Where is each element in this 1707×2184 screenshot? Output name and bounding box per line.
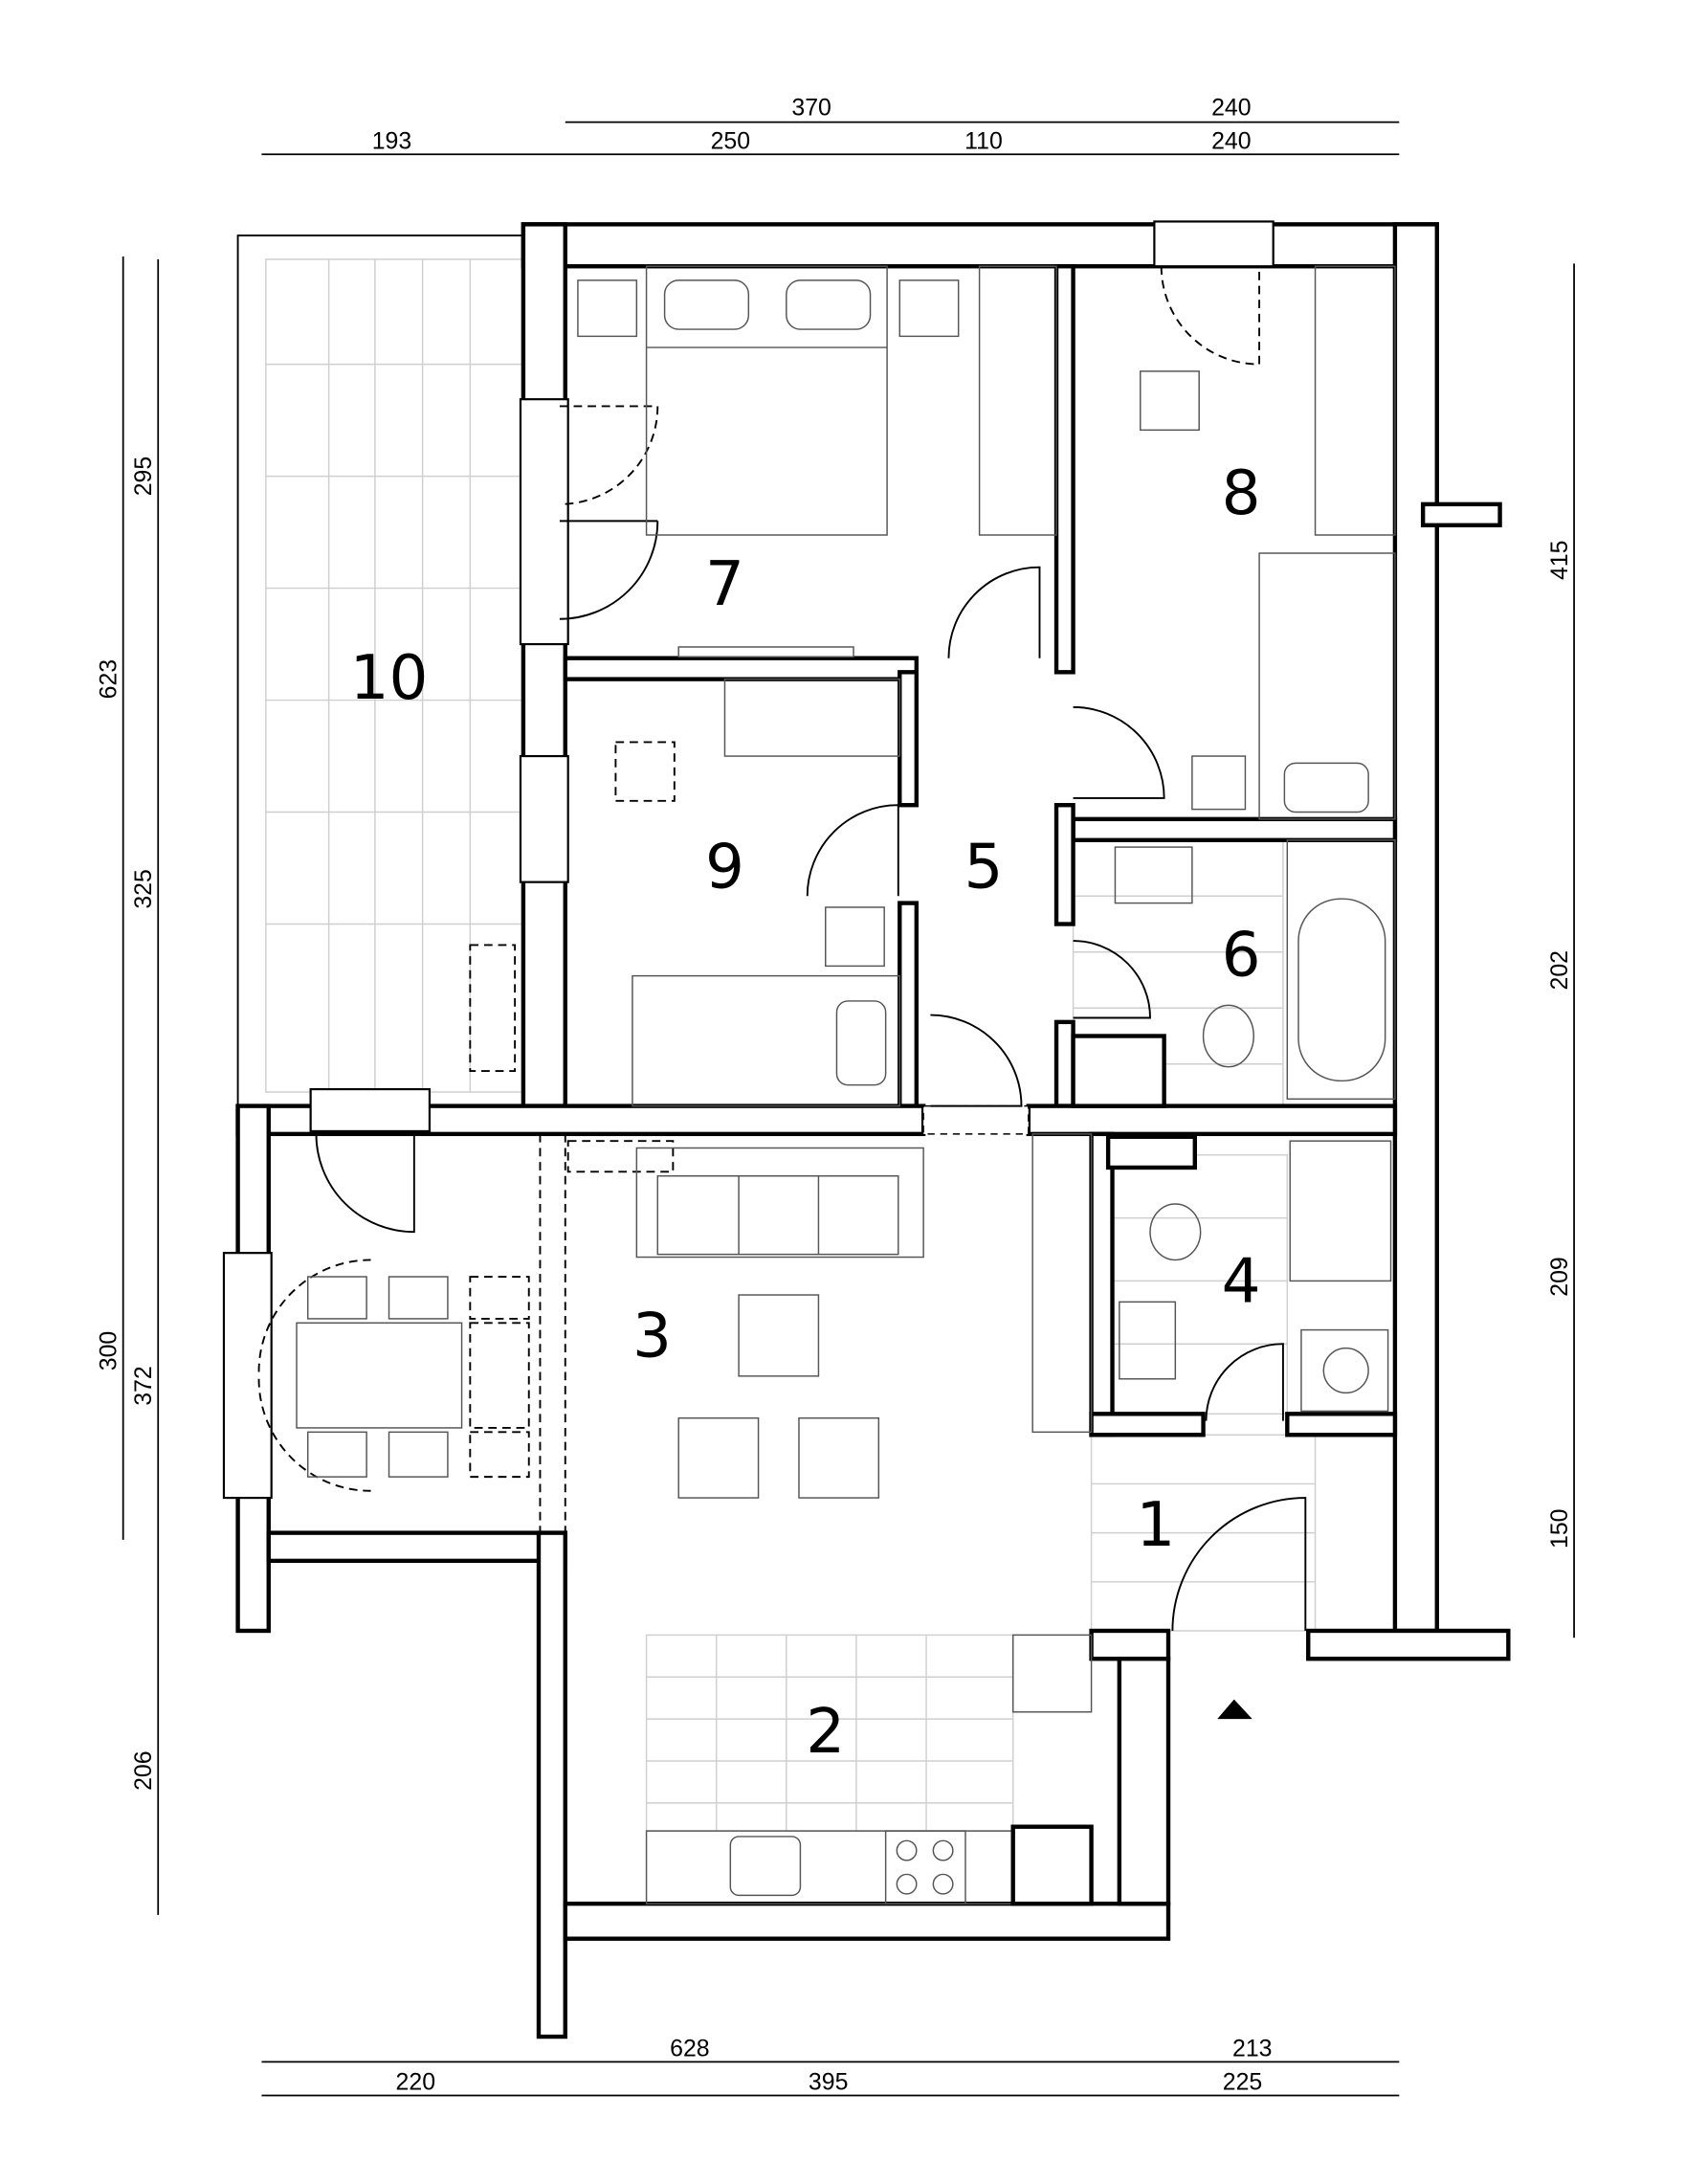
bed	[1258, 552, 1396, 820]
walls	[235, 222, 1511, 2039]
dim-bottom: 220	[396, 2070, 435, 2096]
room-2-label: 2	[806, 1696, 845, 1768]
shelf	[723, 678, 900, 757]
dim-left: 300	[96, 1331, 122, 1371]
dim-left: 206	[131, 1750, 157, 1790]
bed	[645, 265, 888, 536]
sofa	[635, 1147, 924, 1259]
furniture	[296, 265, 1396, 1906]
dim-left: 325	[131, 869, 157, 908]
coffee-table	[738, 1294, 820, 1377]
room-8-label: 8	[1222, 457, 1261, 529]
entrance-arrow-icon	[1217, 1699, 1253, 1720]
dim-top: 240	[1211, 95, 1251, 121]
dim-left: 372	[131, 1366, 157, 1405]
toilet	[1149, 1203, 1202, 1261]
dim-top: 240	[1211, 128, 1251, 154]
dim-right: 415	[1547, 541, 1573, 580]
armchair	[677, 1416, 760, 1499]
room-9-label: 9	[705, 832, 744, 903]
room-10-label: 10	[350, 642, 429, 714]
dim-top: 193	[372, 128, 411, 154]
dim-bottom: 628	[670, 2037, 709, 2062]
dim-right: 209	[1547, 1257, 1573, 1296]
nightstand	[577, 279, 638, 338]
toilet	[1202, 1004, 1254, 1068]
washing-machine	[1300, 1328, 1389, 1413]
desk	[1140, 370, 1200, 432]
nightstand	[898, 279, 960, 338]
room-7-label: 7	[705, 548, 744, 620]
floor-tiles	[645, 839, 1317, 1832]
dim-bottom: 225	[1223, 2070, 1262, 2096]
closet	[1031, 1133, 1093, 1434]
room-5-label: 5	[964, 832, 1004, 903]
sink	[1114, 846, 1193, 904]
dim-left: 295	[131, 457, 157, 496]
dimension-labels: 370 240 193 250 110 240 628 213 220 395 …	[96, 95, 1572, 2095]
outdoor-table	[469, 944, 517, 1073]
wardrobe	[1314, 265, 1396, 536]
room-labels: 1 2 3 4 5 6 7 8 9 10	[350, 457, 1261, 1768]
room-1-label: 1	[1136, 1489, 1175, 1561]
armchair	[798, 1416, 880, 1499]
dim-top: 370	[791, 95, 831, 121]
wardrobe	[978, 265, 1057, 536]
room-6-label: 6	[1222, 920, 1261, 992]
room-4-label: 4	[1222, 1245, 1261, 1317]
dim-bottom: 213	[1232, 2037, 1272, 2062]
kitchen-sink	[729, 1836, 802, 1897]
kitchen-counter	[645, 1830, 1014, 1905]
dim-bottom: 395	[809, 2070, 848, 2096]
dining-table	[296, 1322, 463, 1429]
dim-top: 110	[964, 128, 1003, 154]
room-3-label: 3	[632, 1300, 672, 1371]
desk-chair	[614, 741, 676, 802]
dim-top: 250	[711, 128, 750, 154]
bed	[632, 974, 900, 1107]
dim-right: 150	[1547, 1509, 1573, 1549]
sink	[1119, 1301, 1177, 1380]
dim-right: 202	[1547, 950, 1573, 990]
dim-left: 623	[96, 659, 122, 699]
door-swings	[257, 266, 1307, 1720]
stove	[884, 1830, 966, 1905]
dimension-lines	[122, 121, 1575, 2097]
shower	[1289, 1140, 1392, 1282]
bathtub	[1286, 839, 1396, 1101]
